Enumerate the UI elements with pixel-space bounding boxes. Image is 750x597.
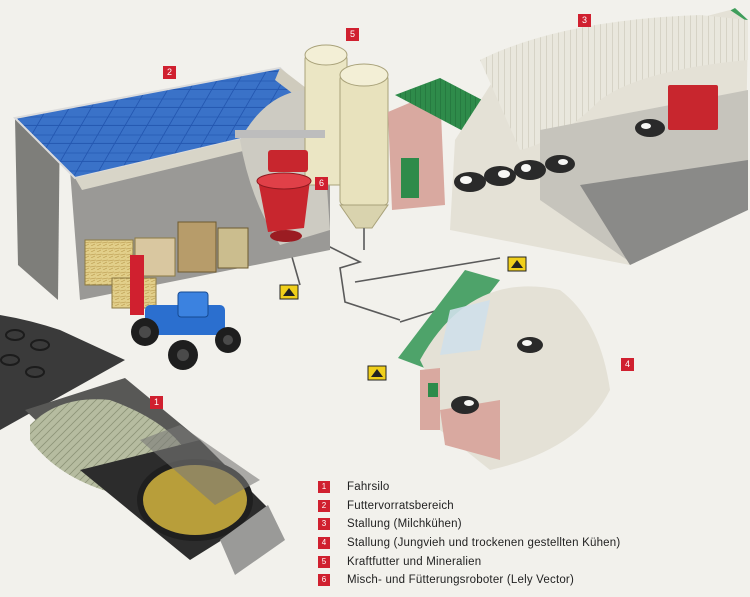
- legend-label: Futtervorratsbereich: [347, 499, 454, 512]
- legend-number: 4: [318, 537, 330, 550]
- legend-label: Kraftfutter und Mineralien: [347, 555, 482, 568]
- telehandler-tractor: [130, 255, 241, 370]
- legend-label: Fahrsilo: [347, 481, 390, 494]
- warning-triangle-icon: [367, 365, 387, 381]
- legend-label: Stallung (Milchkühen): [347, 518, 462, 531]
- route-markers: [279, 256, 527, 381]
- legend-number: 3: [318, 518, 330, 531]
- marker-1: 1: [150, 396, 163, 409]
- legend-number: 6: [318, 574, 330, 587]
- marker-2: 2: [163, 66, 176, 79]
- concentrate-silos: [304, 44, 389, 250]
- dairy-barn: [388, 8, 748, 265]
- legend-item: 3 Stallung (Milchkühen): [318, 515, 738, 534]
- legend-number: 5: [318, 555, 330, 568]
- marker-3: 3: [578, 14, 591, 27]
- legend-item: 2 Futtervorratsbereich: [318, 497, 738, 516]
- legend-item: 4 Stallung (Jungvieh und trockenen geste…: [318, 534, 738, 553]
- legend-label: Stallung (Jungvieh und trockenen gestell…: [347, 537, 621, 550]
- bunker-silo: [0, 315, 285, 575]
- marker-6: 6: [315, 177, 328, 190]
- legend-item: 1 Fahrsilo: [318, 478, 738, 497]
- legend-item: 5 Kraftfutter und Mineralien: [318, 552, 738, 571]
- legend-number: 1: [318, 481, 330, 494]
- warning-triangle-icon: [507, 256, 527, 272]
- legend-number: 2: [318, 499, 330, 512]
- feeding-robot: [235, 130, 325, 242]
- legend: 1 Fahrsilo 2 Futtervorratsbereich 3 Stal…: [318, 478, 738, 590]
- legend-label: Misch- und Fütterungsroboter (Lely Vecto…: [347, 574, 574, 587]
- legend-item: 6 Misch- und Fütterungsroboter (Lely Vec…: [318, 571, 738, 590]
- young-stock-barn: [398, 270, 610, 470]
- marker-4: 4: [621, 358, 634, 371]
- marker-5: 5: [346, 28, 359, 41]
- warning-triangle-icon: [279, 284, 299, 300]
